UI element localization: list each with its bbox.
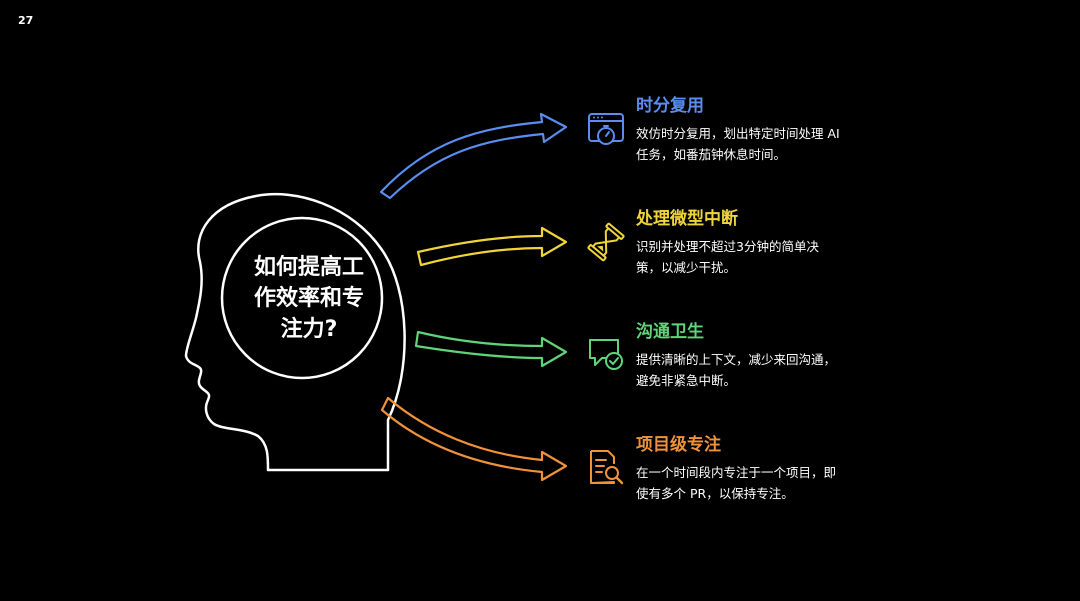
item-title: 项目级专注: [636, 435, 721, 455]
item-desc-line-1: 识别并处理不超过3分钟的简单决: [636, 239, 819, 254]
item-title: 处理微型中断: [636, 209, 738, 229]
center-line-3: 注力?: [280, 317, 338, 342]
item-desc-line-2: 使有多个 PR，以保持专注。: [636, 486, 794, 501]
arrow-2: [416, 226, 568, 267]
page-number: 27: [18, 14, 34, 27]
item-desc-line-2: 策，以减少干扰。: [636, 260, 737, 275]
hourglass-icon: [587, 222, 625, 262]
arrow-1: [379, 112, 568, 200]
item-desc-line-1: 提供清晰的上下文，减少来回沟通，: [636, 352, 837, 367]
item-description: 提供清晰的上下文，减少来回沟通， 避免非紧急中断。: [636, 349, 876, 391]
arrow-3: [414, 330, 568, 368]
document-search-icon: [590, 450, 624, 485]
item-description: 识别并处理不超过3分钟的简单决 策，以减少干扰。: [636, 236, 876, 278]
item-desc-line-1: 在一个时间段内专注于一个项目，即: [636, 465, 837, 480]
center-question: 如何提高工 作效率和专 注力?: [234, 252, 384, 345]
timer-window-icon: [588, 113, 624, 145]
head-silhouette: [184, 192, 406, 472]
item-description: 效仿时分复用，划出特定时间处理 AI 任务，如番茄钟休息时间。: [636, 123, 876, 165]
center-line-2: 作效率和专: [253, 286, 364, 311]
item-micro-interruptions: 处理微型中断 识别并处理不超过3分钟的简单决 策，以减少干扰。: [636, 208, 876, 278]
center-line-1: 如何提高工: [253, 255, 364, 280]
item-title: 沟通卫生: [636, 322, 704, 342]
item-desc-line-2: 任务，如番茄钟休息时间。: [636, 147, 787, 162]
item-communication-hygiene: 沟通卫生 提供清晰的上下文，减少来回沟通， 避免非紧急中断。: [636, 321, 876, 391]
item-description: 在一个时间段内专注于一个项目，即 使有多个 PR，以保持专注。: [636, 462, 876, 504]
item-time-division: 时分复用 效仿时分复用，划出特定时间处理 AI 任务，如番茄钟休息时间。: [636, 95, 876, 165]
item-project-focus: 项目级专注 在一个时间段内专注于一个项目，即 使有多个 PR，以保持专注。: [636, 434, 876, 504]
arrow-4: [380, 396, 568, 482]
item-desc-line-2: 避免非紧急中断。: [636, 373, 737, 388]
item-desc-line-1: 效仿时分复用，划出特定时间处理 AI: [636, 126, 840, 141]
center-circle: [220, 216, 384, 380]
item-title: 时分复用: [636, 96, 704, 116]
chat-check-icon: [589, 339, 623, 370]
